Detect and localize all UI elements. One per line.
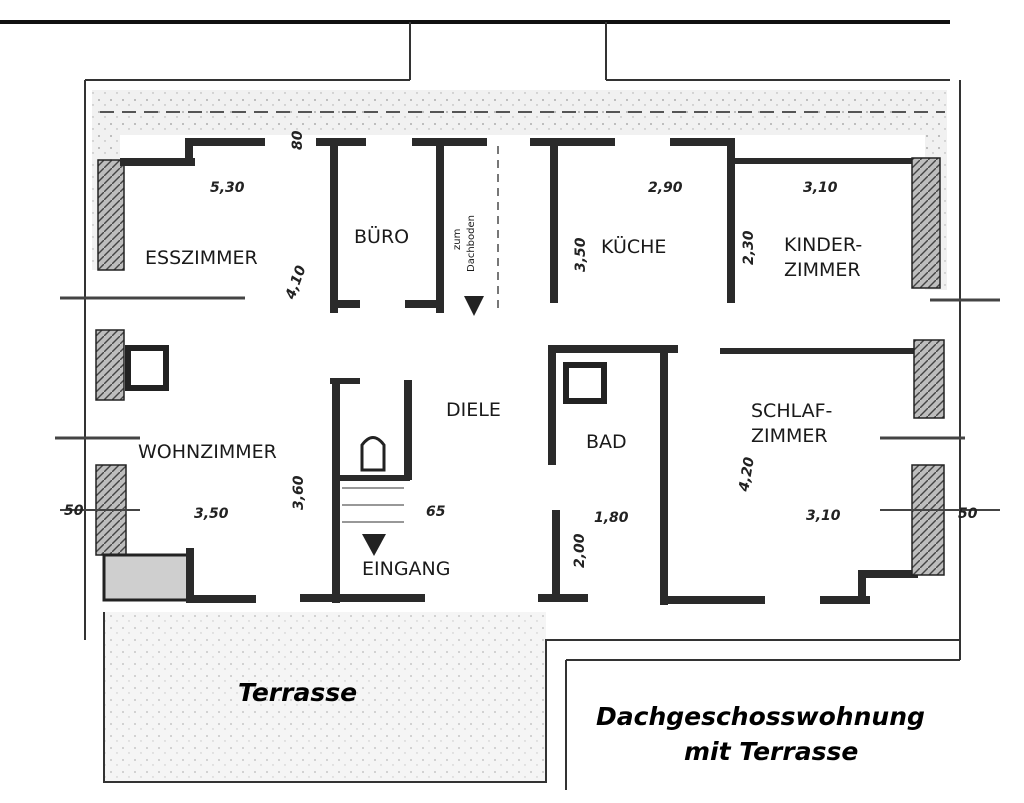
dim-wohnzimmer-depth: 3,60 xyxy=(291,475,307,510)
label-dachboden: Dachboden xyxy=(466,215,477,272)
dim-bad-depth: 2,00 xyxy=(572,533,588,568)
dim-kueche-width: 2,90 xyxy=(648,180,683,196)
room-label-wohnzimmer: WOHNZIMMER xyxy=(138,441,277,463)
roof-outline xyxy=(0,20,961,660)
guide-lines xyxy=(55,146,1000,523)
dim-wohnzimmer-width: 3,50 xyxy=(194,506,229,522)
room-label-schlafzimmer-2: ZIMMER xyxy=(751,425,828,447)
dim-65: 65 xyxy=(426,504,446,520)
room-label-esszimmer: ESSZIMMER xyxy=(145,247,258,269)
dim-schlaf-depth: 4,20 xyxy=(736,456,758,494)
dim-esszimmer-depth: 4,10 xyxy=(282,263,309,302)
plan-caption: Dachgeschosswohnung mit Terrasse xyxy=(596,702,925,766)
entrance-arrow-icon xyxy=(362,534,386,556)
room-label-kinderzimmer-1: KINDER- xyxy=(784,234,862,256)
dim-kinder-depth: 2,30 xyxy=(741,230,757,265)
room-label-eingang: EINGANG xyxy=(362,558,450,580)
room-label-diele: DIELE xyxy=(446,399,501,421)
caption-line-2: mit Terrasse xyxy=(684,737,858,766)
room-label-buero: BÜRO xyxy=(354,225,409,248)
attic-arrow-icon xyxy=(464,296,484,316)
dim-esszimmer-width: 5,30 xyxy=(210,180,245,196)
dim-schlaf-width: 3,10 xyxy=(806,508,841,524)
room-label-kinderzimmer-2: ZIMMER xyxy=(784,259,861,281)
room-label-schlafzimmer-1: SCHLAF- xyxy=(751,400,832,422)
dim-80: 80 xyxy=(290,130,306,150)
arrows xyxy=(362,296,484,556)
dim-kinder-width: 3,10 xyxy=(803,180,838,196)
room-label-kueche: KÜCHE xyxy=(601,235,666,258)
caption-line-1: Dachgeschosswohnung xyxy=(596,702,925,731)
dim-wall-right: 50 xyxy=(958,506,978,522)
room-label-bad: BAD xyxy=(586,431,627,453)
room-labels: ESSZIMMER BÜRO zum Dachboden KÜCHE KINDE… xyxy=(138,215,862,707)
walls xyxy=(95,138,945,605)
dim-bad-width: 1,80 xyxy=(594,510,629,526)
dim-wall-left: 50 xyxy=(64,503,84,519)
terrace-area xyxy=(103,612,960,790)
dim-kueche-depth: 3,50 xyxy=(573,237,589,272)
label-zum: zum xyxy=(452,229,463,250)
dimensions: 5,30 4,10 3,50 2,90 2,30 3,10 50 3,50 3,… xyxy=(64,130,978,568)
room-label-terrasse: Terrasse xyxy=(238,678,357,707)
